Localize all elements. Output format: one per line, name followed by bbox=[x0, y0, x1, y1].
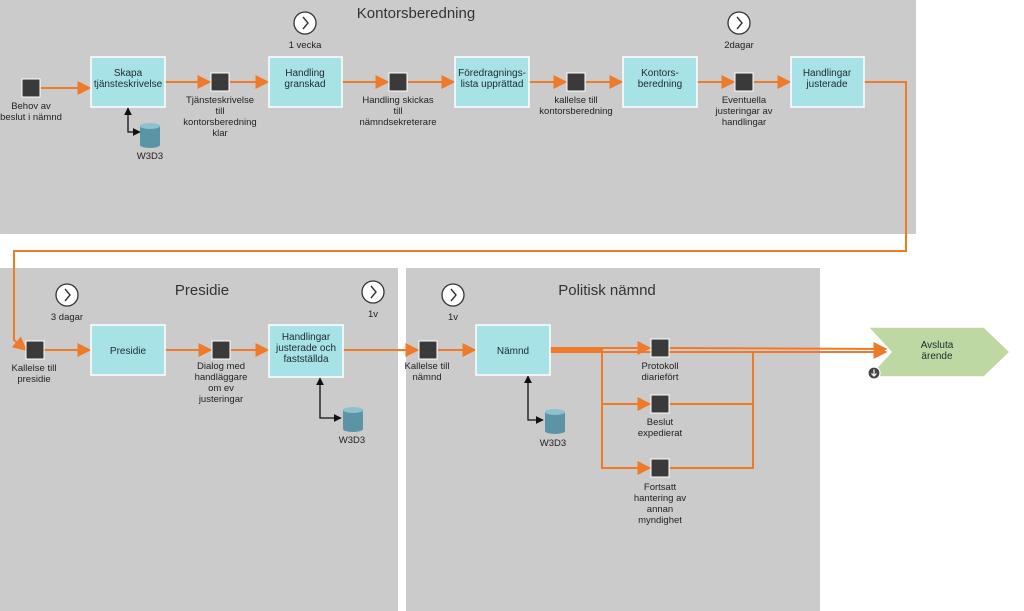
timer-icon bbox=[361, 280, 385, 304]
database-icon[interactable] bbox=[545, 409, 565, 434]
flow-merge bbox=[670, 352, 754, 469]
timer-label: 1v bbox=[448, 312, 458, 323]
timer-icon bbox=[441, 283, 465, 307]
process-presidie[interactable]: Presidie bbox=[90, 324, 166, 376]
svg-text:Föredragnings-lista upprättad: Föredragnings-lista upprättad bbox=[458, 68, 526, 90]
process-kontorsberedning[interactable]: Kontors-beredning bbox=[622, 56, 698, 108]
timer-label: 3 dagar bbox=[51, 312, 83, 323]
svg-text:Kontors-beredning: Kontors-beredning bbox=[638, 68, 682, 90]
flow-line bbox=[669, 341, 888, 356]
data-associations bbox=[124, 107, 544, 424]
lane-title-politisk-namnd: Politisk nämnd bbox=[558, 282, 656, 299]
flow-branch bbox=[550, 349, 652, 411]
lane-title-presidie: Presidie bbox=[175, 282, 229, 299]
process-namnd[interactable]: Nämnd bbox=[475, 324, 551, 376]
svg-text:Nämnd: Nämnd bbox=[497, 346, 529, 357]
lane-kontorsberedning bbox=[0, 0, 916, 234]
timer-icon bbox=[293, 11, 317, 35]
timer-label: 1 vecka bbox=[289, 40, 322, 51]
sequence-flows bbox=[11, 75, 907, 475]
database-icon[interactable] bbox=[343, 407, 363, 432]
expand-icon[interactable] bbox=[867, 366, 881, 380]
timer-icon bbox=[727, 11, 751, 35]
timer-icon bbox=[55, 283, 79, 307]
svg-text:Presidie: Presidie bbox=[110, 346, 147, 357]
lane-politisk-namnd bbox=[406, 268, 820, 611]
flow-connector bbox=[11, 81, 907, 351]
association-line bbox=[316, 377, 342, 422]
flow-branch bbox=[601, 404, 652, 475]
lane-title-kontorsberedning: Kontorsberedning bbox=[357, 5, 475, 22]
datastore-label: W3D3 bbox=[540, 438, 566, 449]
association-line bbox=[524, 375, 544, 424]
database-icon[interactable] bbox=[140, 123, 160, 148]
timer-label: 1v bbox=[368, 309, 378, 320]
datastore-label: W3D3 bbox=[137, 151, 163, 162]
timer-label: 2dagar bbox=[724, 40, 754, 51]
association-line bbox=[124, 107, 141, 136]
datastore-label: W3D3 bbox=[339, 435, 365, 446]
process-foredragningslista[interactable]: Föredragnings-lista upprättad bbox=[454, 56, 530, 108]
